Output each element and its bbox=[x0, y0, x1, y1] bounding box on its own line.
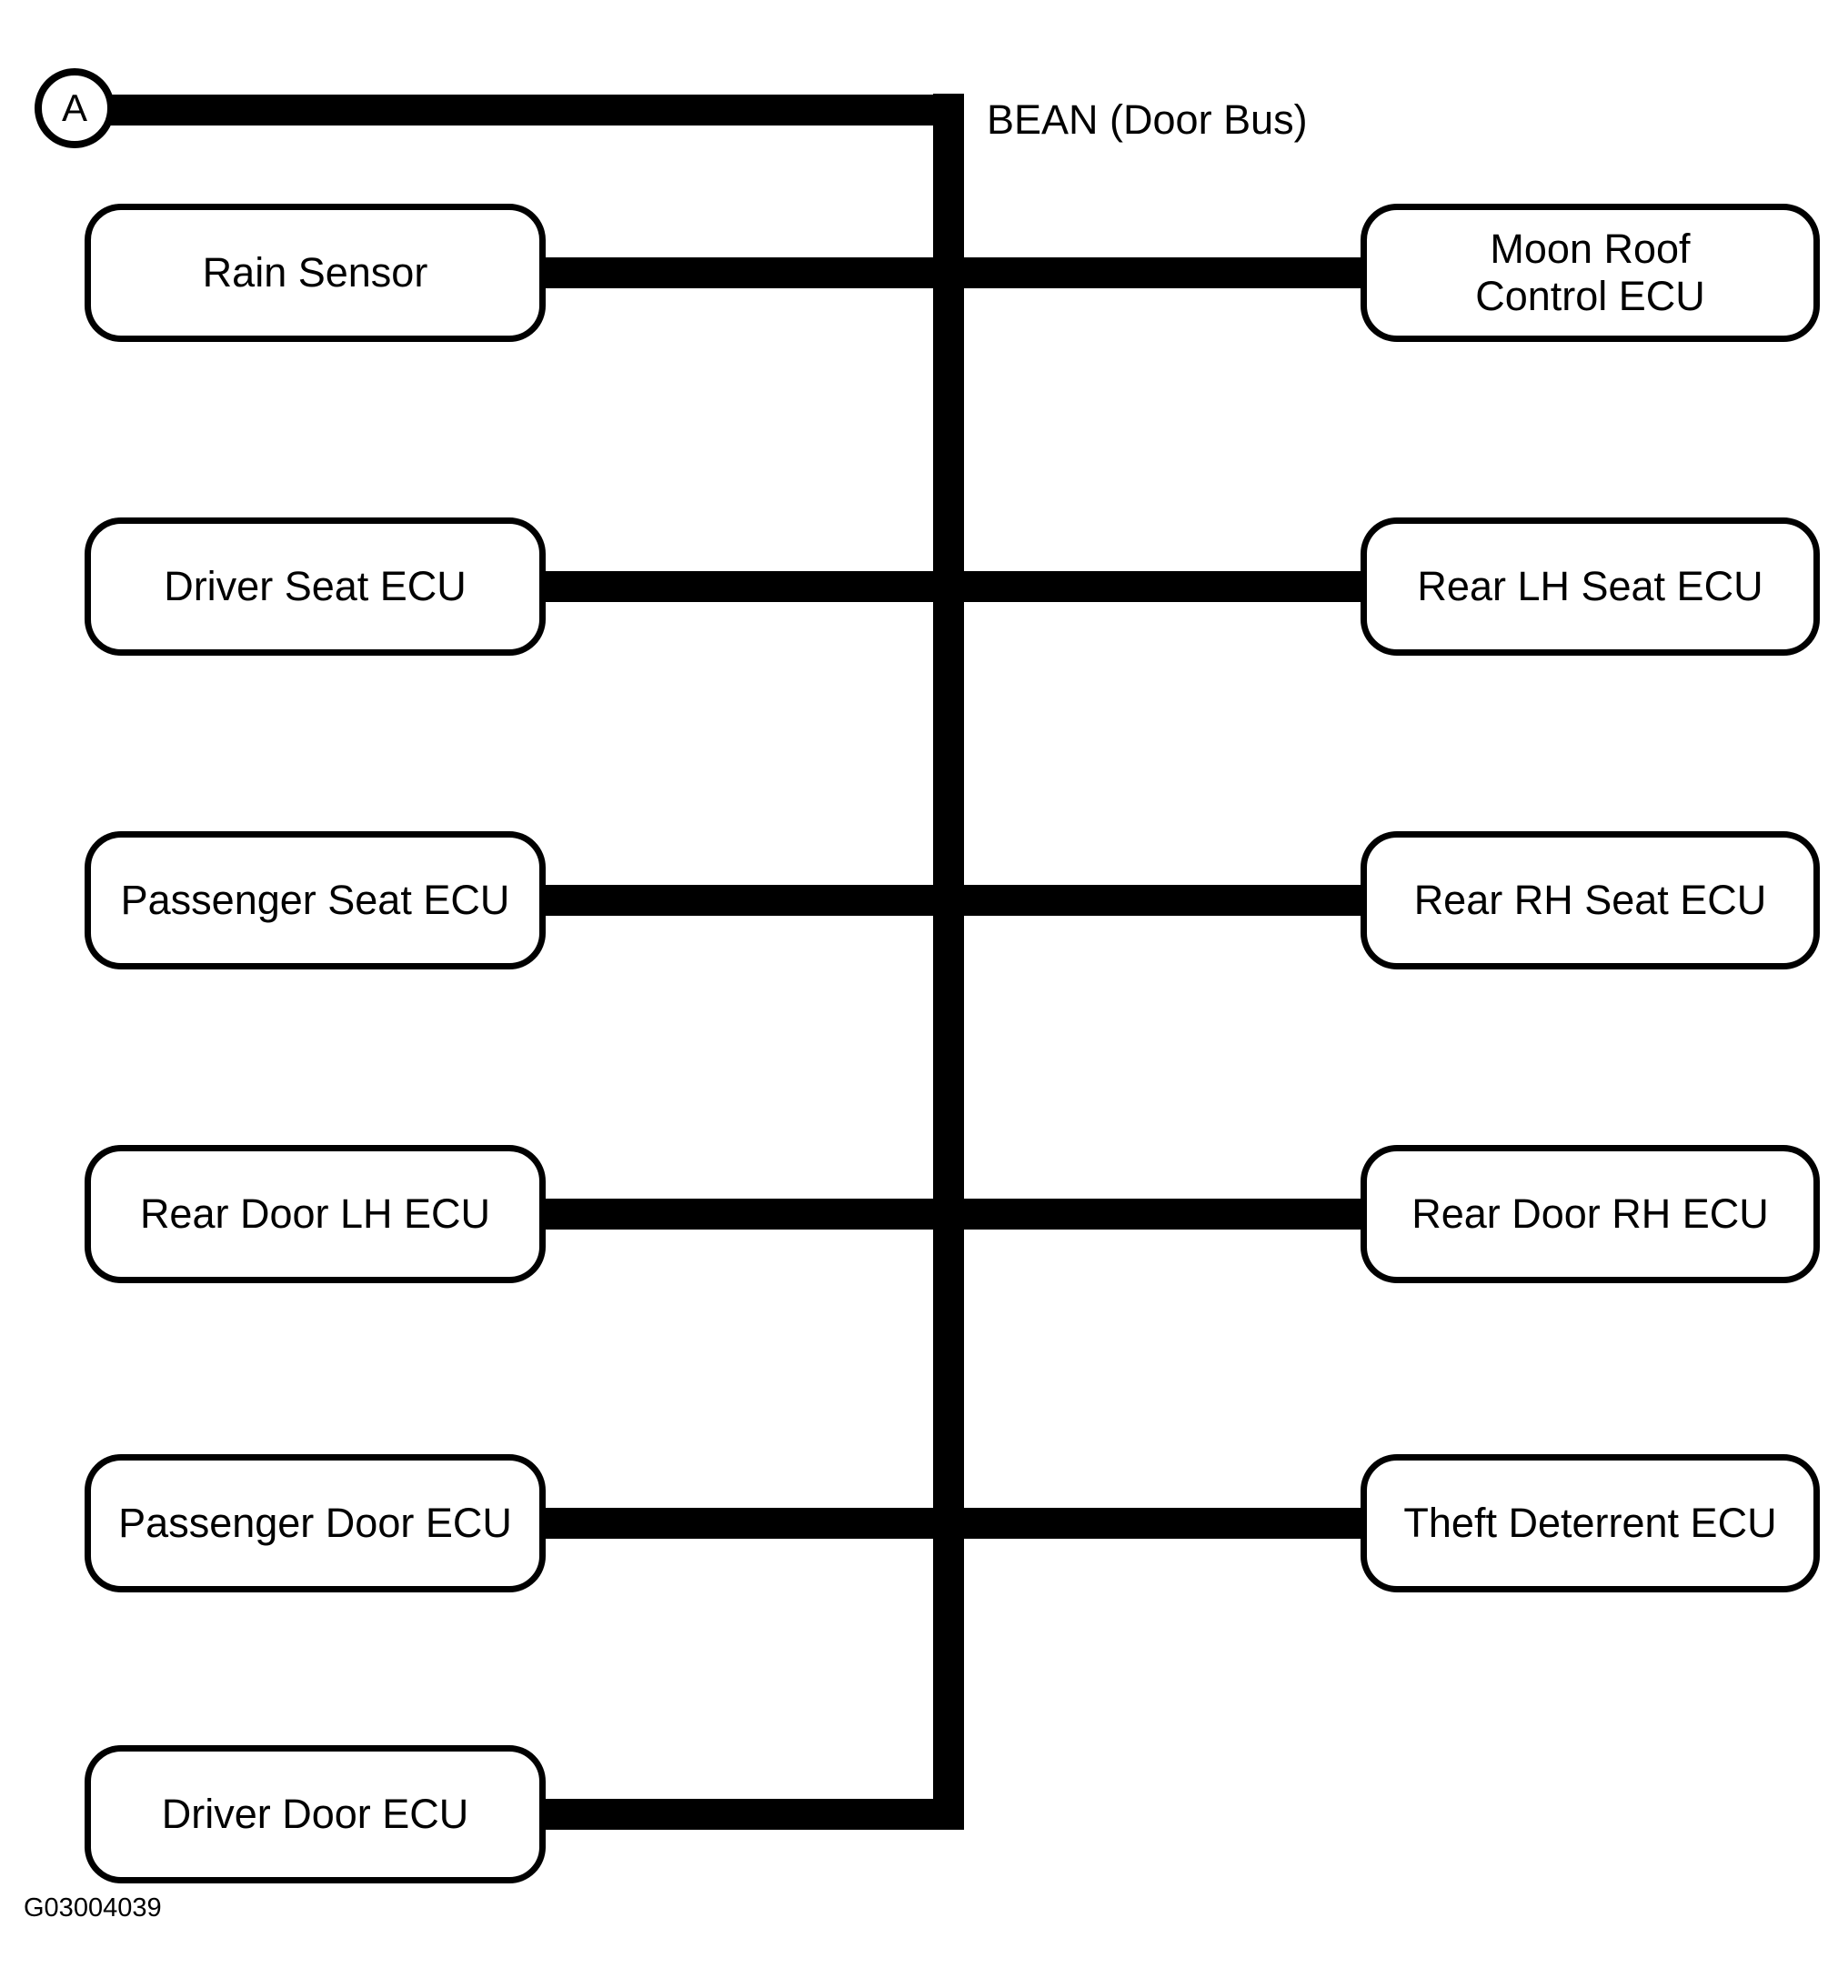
connector-a-bus-line bbox=[100, 95, 964, 126]
node-label: Passenger Seat ECU bbox=[120, 877, 510, 924]
bus-connector-row1 bbox=[546, 257, 1361, 288]
connector-circle-a-label: A bbox=[61, 86, 87, 129]
bus-connector-row3 bbox=[546, 885, 1361, 916]
bus-connector-row6 bbox=[546, 1799, 964, 1830]
node-rear-door-lh-ecu: Rear Door LH ECU bbox=[85, 1145, 546, 1283]
node-label: Driver Door ECU bbox=[161, 1791, 469, 1838]
bus-connector-row5 bbox=[546, 1508, 1361, 1539]
node-theft-deterrent-ecu: Theft Deterrent ECU bbox=[1361, 1454, 1820, 1592]
node-driver-seat-ecu: Driver Seat ECU bbox=[85, 517, 546, 656]
connector-circle-a: A bbox=[35, 68, 115, 148]
bus-connector-row2 bbox=[546, 571, 1361, 602]
door-bus-vertical-line bbox=[933, 94, 964, 1830]
node-label: Rain Sensor bbox=[202, 249, 428, 296]
node-label: Theft Deterrent ECU bbox=[1403, 1500, 1777, 1547]
node-label: Moon Roof Control ECU bbox=[1475, 226, 1705, 319]
node-label: Rear RH Seat ECU bbox=[1413, 877, 1767, 924]
node-label: Rear Door RH ECU bbox=[1411, 1190, 1769, 1238]
node-label: Driver Seat ECU bbox=[164, 563, 467, 610]
node-driver-door-ecu: Driver Door ECU bbox=[85, 1745, 546, 1883]
node-rear-door-rh-ecu: Rear Door RH ECU bbox=[1361, 1145, 1820, 1283]
node-moon-roof-control-ecu: Moon Roof Control ECU bbox=[1361, 204, 1820, 342]
node-label: Rear LH Seat ECU bbox=[1417, 563, 1763, 610]
node-rear-lh-seat-ecu: Rear LH Seat ECU bbox=[1361, 517, 1820, 656]
bus-connector-row4 bbox=[546, 1199, 1361, 1230]
bus-label: BEAN (Door Bus) bbox=[987, 96, 1308, 143]
node-label: Passenger Door ECU bbox=[118, 1500, 512, 1547]
node-rain-sensor: Rain Sensor bbox=[85, 204, 546, 342]
node-passenger-seat-ecu: Passenger Seat ECU bbox=[85, 831, 546, 969]
node-passenger-door-ecu: Passenger Door ECU bbox=[85, 1454, 546, 1592]
node-rear-rh-seat-ecu: Rear RH Seat ECU bbox=[1361, 831, 1820, 969]
figure-id: G03004039 bbox=[24, 1893, 162, 1923]
node-label: Rear Door LH ECU bbox=[139, 1190, 491, 1238]
